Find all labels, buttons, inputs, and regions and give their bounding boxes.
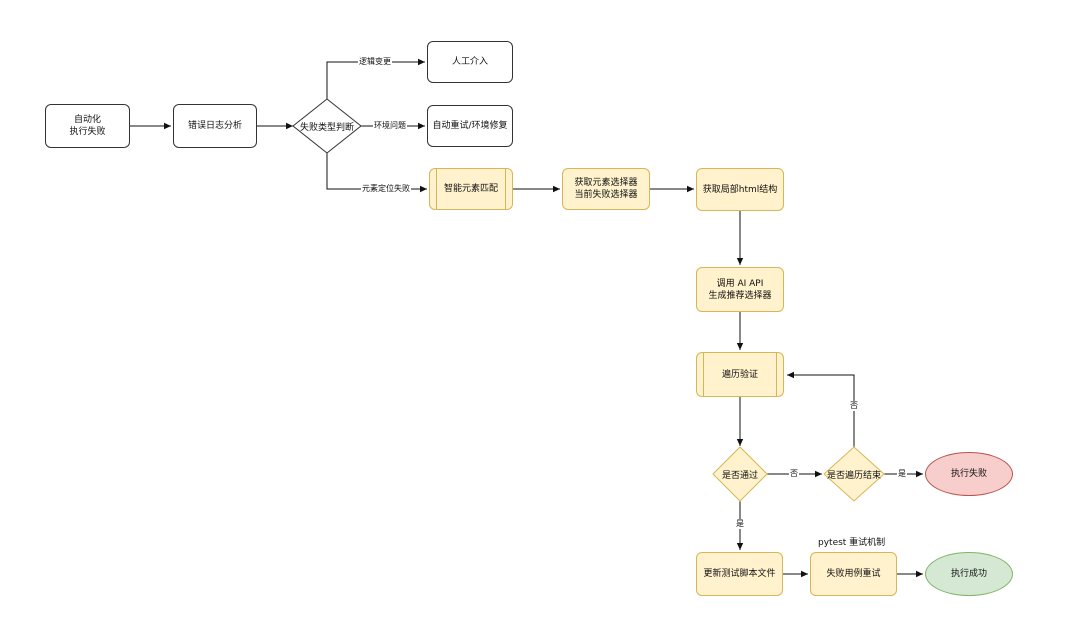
edge-type-to-manual — [326, 58, 425, 100]
pytest-retry-annotation: pytest 重试机制 — [818, 538, 886, 548]
edge-label-yes-iter: 是 — [897, 469, 907, 479]
decision-iter-done — [823, 446, 885, 502]
edge-label-yes-passed: 是 — [735, 519, 745, 529]
edge-label-logic-change: 逻辑变更 — [358, 57, 392, 67]
edge-label-no-passed: 否 — [789, 469, 799, 479]
update-script-node: 更新测试脚本文件 — [696, 552, 783, 596]
log-analysis-node: 错误日志分析 — [173, 104, 257, 148]
iterate-node: 遍历验证 — [696, 352, 784, 397]
start-node: 自动化 执行失败 — [45, 104, 130, 148]
edge-label-env-issue: 环境问题 — [373, 121, 407, 131]
decision-passed — [712, 446, 768, 502]
retry-case-node: 失败用例重试 — [810, 552, 897, 596]
edge-label-locate-fail: 元素定位失败 — [361, 184, 411, 194]
call-ai-node: 调用 AI API 生成推荐选择器 — [696, 267, 784, 312]
smart-match-node: 智能元素匹配 — [429, 168, 513, 210]
edge-iterdone-to-iterate — [787, 371, 855, 448]
edge-label-no-iter: 否 — [849, 401, 859, 411]
get-selectors-node: 获取元素选择器 当前失败选择器 — [562, 168, 650, 210]
auto-retry-node: 自动重试/环境修复 — [427, 105, 513, 147]
manual-node: 人工介入 — [427, 41, 513, 83]
exec-success-node: 执行成功 — [925, 552, 1013, 596]
decision-failure-type — [292, 98, 362, 154]
get-html-node: 获取局部html结构 — [696, 168, 784, 211]
exec-fail-node: 执行失败 — [925, 452, 1013, 496]
